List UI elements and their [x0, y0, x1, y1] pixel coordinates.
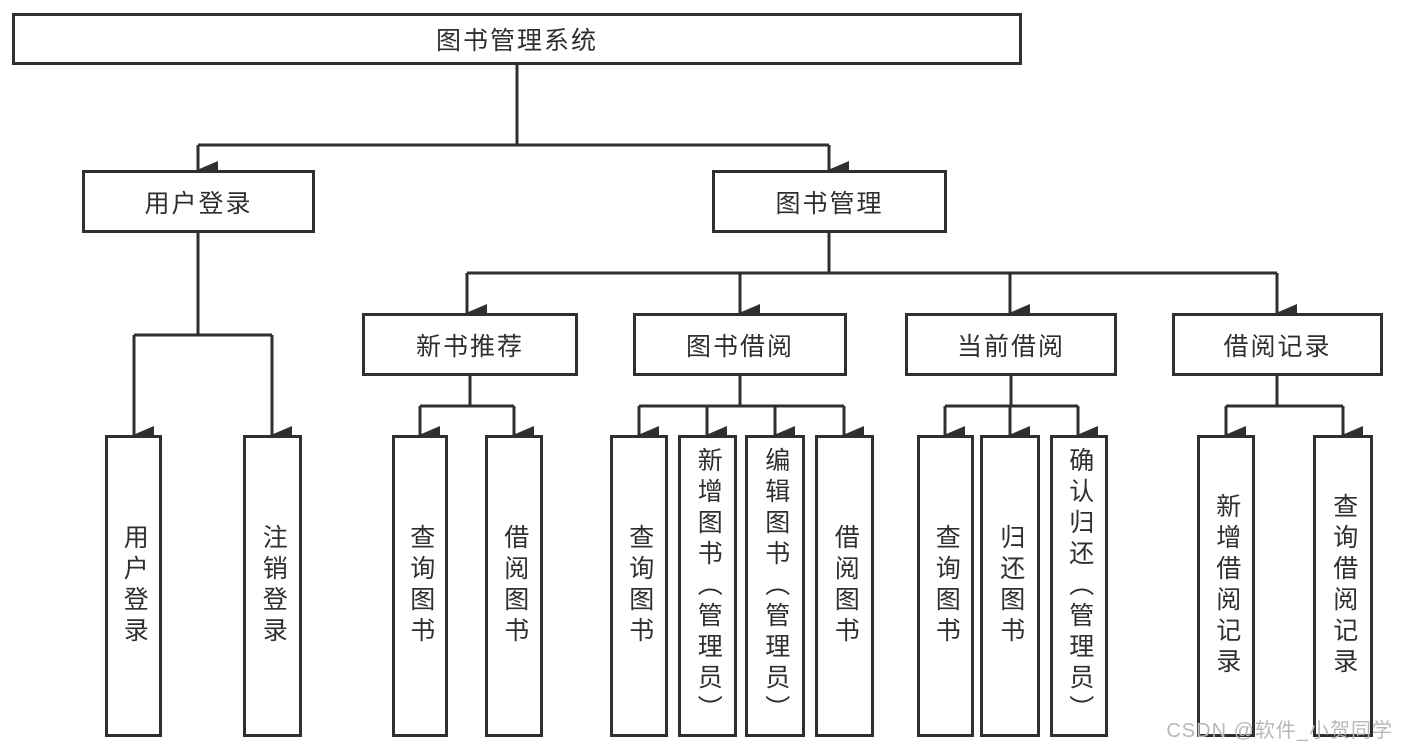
leaf-borrow-books-label: 借阅图书 — [831, 524, 860, 648]
leaf-query-books-recommend-label: 查询图书 — [406, 524, 435, 648]
leaf-add-borrow-record: 新增借阅记录 — [1197, 435, 1255, 737]
node-borrowing-records: 借阅记录 — [1172, 313, 1383, 376]
leaf-query-books-borrow: 查询图书 — [610, 435, 668, 737]
leaf-confirm-return-admin: 确认归还（管理员） — [1050, 435, 1108, 737]
leaf-logout-label: 注销登录 — [259, 524, 288, 648]
node-current-borrowing: 当前借阅 — [905, 313, 1117, 376]
leaf-user-login-label: 用户登录 — [120, 524, 149, 648]
leaf-add-borrow-record-label: 新增借阅记录 — [1212, 493, 1241, 679]
node-book-management: 图书管理 — [712, 170, 947, 233]
watermark: CSDN @软件_小贺同学 — [1166, 720, 1393, 742]
leaf-logout: 注销登录 — [243, 435, 302, 737]
node-book-borrowing: 图书借阅 — [633, 313, 847, 376]
leaf-return-books: 归还图书 — [980, 435, 1040, 737]
node-new-book-recommend-label: 新书推荐 — [415, 332, 524, 361]
leaf-add-books-admin: 新增图书（管理员） — [678, 435, 737, 737]
leaf-confirm-return-admin-label: 确认归还（管理员） — [1065, 446, 1094, 726]
leaf-query-books-current-label: 查询图书 — [932, 524, 961, 648]
leaf-query-borrow-record: 查询借阅记录 — [1313, 435, 1373, 737]
leaf-edit-books-admin: 编辑图书（管理员） — [745, 435, 805, 737]
node-new-book-recommend: 新书推荐 — [362, 313, 578, 376]
leaf-user-login: 用户登录 — [105, 435, 162, 737]
leaf-query-books-borrow-label: 查询图书 — [625, 524, 654, 648]
leaf-query-books-current: 查询图书 — [917, 435, 974, 737]
leaf-borrow-books-recommend: 借阅图书 — [485, 435, 543, 737]
node-user-login-label: 用户登录 — [144, 189, 253, 218]
leaf-query-borrow-record-label: 查询借阅记录 — [1329, 493, 1358, 679]
node-root: 图书管理系统 — [12, 13, 1022, 65]
node-root-label: 图书管理系统 — [435, 27, 598, 55]
leaf-edit-books-admin-label: 编辑图书（管理员） — [761, 446, 790, 726]
leaf-add-books-admin-label: 新增图书（管理员） — [694, 446, 723, 726]
node-borrowing-records-label: 借阅记录 — [1223, 332, 1332, 361]
leaf-borrow-books: 借阅图书 — [815, 435, 874, 737]
leaf-borrow-books-recommend-label: 借阅图书 — [500, 524, 529, 648]
connector-lines — [132, 65, 1363, 444]
node-current-borrowing-label: 当前借阅 — [956, 332, 1065, 361]
node-user-login: 用户登录 — [82, 170, 315, 233]
node-book-borrowing-label: 图书借阅 — [685, 332, 794, 361]
node-book-management-label: 图书管理 — [775, 189, 884, 218]
leaf-query-books-recommend: 查询图书 — [392, 435, 448, 737]
leaf-return-books-label: 归还图书 — [996, 524, 1025, 648]
